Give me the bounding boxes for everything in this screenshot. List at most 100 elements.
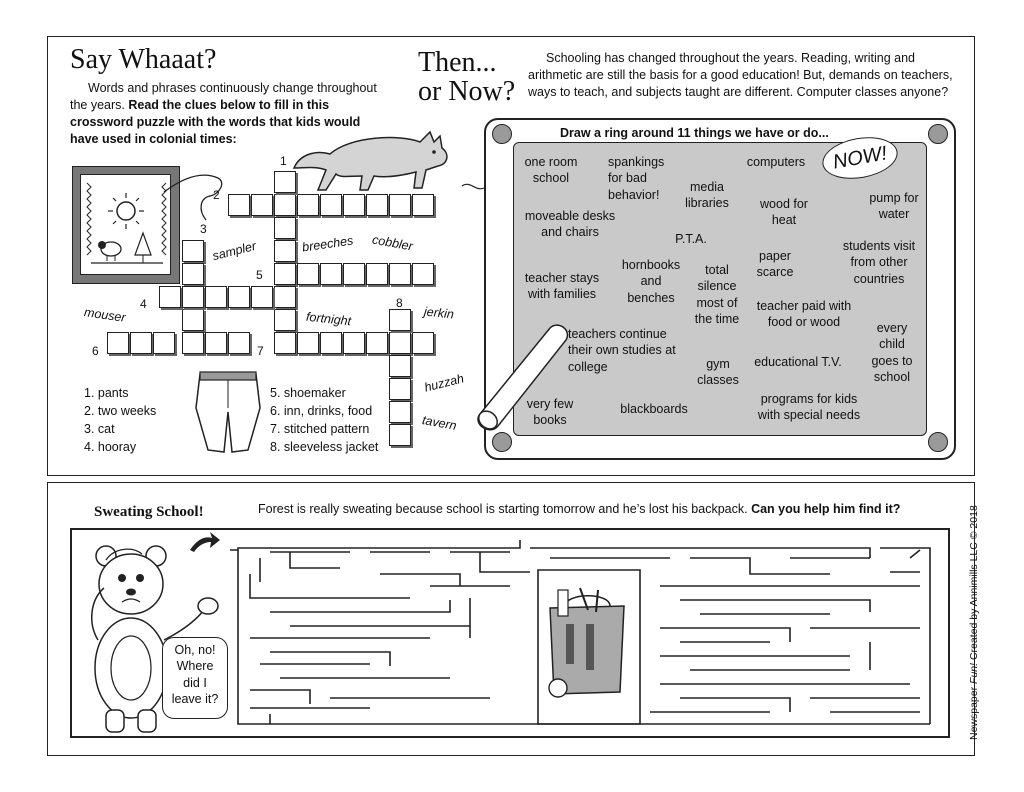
crossword-cell[interactable] — [182, 309, 204, 331]
crossword-cell[interactable] — [153, 332, 175, 354]
crossword-cell[interactable] — [366, 332, 388, 354]
board-item[interactable]: spankings for bad behavior! — [608, 155, 665, 202]
crossword-cell[interactable] — [274, 171, 296, 193]
board-item[interactable]: computers — [746, 155, 806, 169]
maze-title: Sweating School! — [94, 504, 204, 520]
crossword-cell[interactable] — [412, 263, 434, 285]
crossword-cell[interactable] — [274, 194, 296, 216]
crossword-cell[interactable] — [297, 194, 319, 216]
crossword-cell[interactable] — [205, 332, 227, 354]
crossword-cell[interactable] — [412, 332, 434, 354]
clue-3: 3. cat — [84, 422, 115, 436]
board-item[interactable]: teachers continue their own studies at c… — [568, 327, 676, 374]
crossword-cell[interactable] — [182, 263, 204, 285]
board-item[interactable]: moveable desks and chairs — [524, 209, 616, 240]
clue-number: 5 — [256, 268, 263, 282]
crossword-cell[interactable] — [182, 240, 204, 262]
crossword-cell[interactable] — [228, 194, 250, 216]
board-item[interactable]: hornbooks and benches — [621, 258, 681, 305]
board-item[interactable]: wood for heat — [760, 197, 808, 228]
crossword-cell[interactable] — [251, 194, 273, 216]
crossword-cell[interactable] — [228, 332, 250, 354]
crossword-cell[interactable] — [274, 240, 296, 262]
board-item[interactable]: teacher stays with families — [524, 271, 600, 302]
maze-walls — [230, 540, 931, 725]
crossword-cell[interactable] — [251, 286, 273, 308]
clue-4: 4. hooray — [84, 440, 137, 454]
screw-icon — [492, 124, 512, 144]
crossword-cell[interactable] — [389, 194, 411, 216]
board-item[interactable]: media libraries — [685, 180, 729, 211]
chalkboard-heading: Draw a ring around 11 things we have or … — [560, 126, 829, 140]
board-item[interactable]: P.T.A. — [675, 232, 707, 246]
chalk-icon — [477, 324, 569, 431]
board-item[interactable]: educational T.V. — [754, 355, 842, 369]
crossword-cell[interactable] — [389, 424, 411, 446]
crossword-cell[interactable] — [343, 332, 365, 354]
speech-line: Where — [176, 659, 214, 674]
crossword-cell[interactable] — [228, 286, 250, 308]
crossword-cell[interactable] — [274, 332, 296, 354]
board-item[interactable]: one room school — [524, 155, 578, 186]
board-item[interactable]: blackboards — [620, 402, 688, 416]
maze-intro: Forest is really sweating because school… — [258, 502, 900, 516]
board-item[interactable]: paper scarce — [756, 249, 794, 280]
board-item[interactable]: programs for kids with special needs — [757, 392, 861, 423]
crossword-cell[interactable] — [107, 332, 129, 354]
copyright: Newspaper Fun! Created by Annimills LLC … — [968, 505, 980, 740]
maze-intro-plain: Forest is really sweating because school… — [258, 502, 748, 516]
crossword-cell[interactable] — [320, 263, 342, 285]
crossword-cell[interactable] — [297, 263, 319, 285]
bear-character — [91, 545, 219, 733]
board-item[interactable]: teacher paid with food or wood — [756, 299, 852, 330]
clue-6: 6. inn, drinks, food — [270, 404, 373, 418]
crossword-cell[interactable] — [274, 217, 296, 239]
crossword-cell[interactable] — [130, 332, 152, 354]
crossword-cell[interactable] — [389, 378, 411, 400]
clue-number: 1 — [280, 154, 287, 168]
crossword-cell[interactable] — [182, 332, 204, 354]
board-item[interactable]: pump for water — [869, 191, 919, 222]
copyright-pre: Newspaper — [968, 683, 980, 740]
crossword-cell[interactable] — [274, 263, 296, 285]
board-item[interactable]: gym classes — [697, 357, 739, 388]
crossword-cell[interactable] — [412, 194, 434, 216]
crossword-intro-bold: Read the clues below to fill in this cro… — [70, 97, 361, 146]
crossword-cell[interactable] — [366, 263, 388, 285]
maze[interactable] — [230, 538, 944, 732]
crossword-cell[interactable] — [274, 286, 296, 308]
backpack-icon — [548, 587, 625, 698]
crossword-cell[interactable] — [366, 194, 388, 216]
clue-number: 2 — [213, 188, 220, 202]
board-item[interactable]: total silence most of the time — [694, 263, 740, 326]
crossword-cell[interactable] — [320, 332, 342, 354]
crossword-cell[interactable] — [343, 263, 365, 285]
board-item[interactable]: very few books — [526, 397, 574, 428]
crossword-cell[interactable] — [274, 309, 296, 331]
crossword-cell[interactable] — [389, 332, 411, 354]
then-now-title-line2: or Now? — [418, 76, 516, 108]
crossword-cell[interactable] — [389, 355, 411, 377]
board-item[interactable]: every child goes to school — [871, 321, 913, 384]
copyright-post: Created by Annimills LLC © 2018 — [968, 505, 980, 663]
clue-2: 2. two weeks — [84, 404, 157, 418]
speech-line: leave it? — [171, 691, 219, 706]
bottom-panel-frame — [47, 482, 975, 756]
crossword-cell[interactable] — [389, 309, 411, 331]
crossword-intro: Words and phrases continuously change th… — [70, 80, 390, 148]
clue-number: 6 — [92, 344, 99, 358]
board-item[interactable]: students visit from other countries — [842, 239, 916, 286]
maze-intro-bold: Can you help him find it? — [751, 502, 901, 516]
crossword-cell[interactable] — [389, 401, 411, 423]
screw-icon — [928, 432, 948, 452]
crossword-cell[interactable] — [205, 286, 227, 308]
crossword-cell[interactable] — [182, 286, 204, 308]
crossword-cell[interactable] — [389, 263, 411, 285]
crossword-cell[interactable] — [297, 332, 319, 354]
clue-5: 5. shoemaker — [270, 386, 346, 400]
crossword-cell[interactable] — [320, 194, 342, 216]
clue-number: 4 — [140, 297, 147, 311]
crossword-cell[interactable] — [159, 286, 181, 308]
crossword-cell[interactable] — [343, 194, 365, 216]
then-now-title-line1: Then... — [418, 47, 497, 78]
